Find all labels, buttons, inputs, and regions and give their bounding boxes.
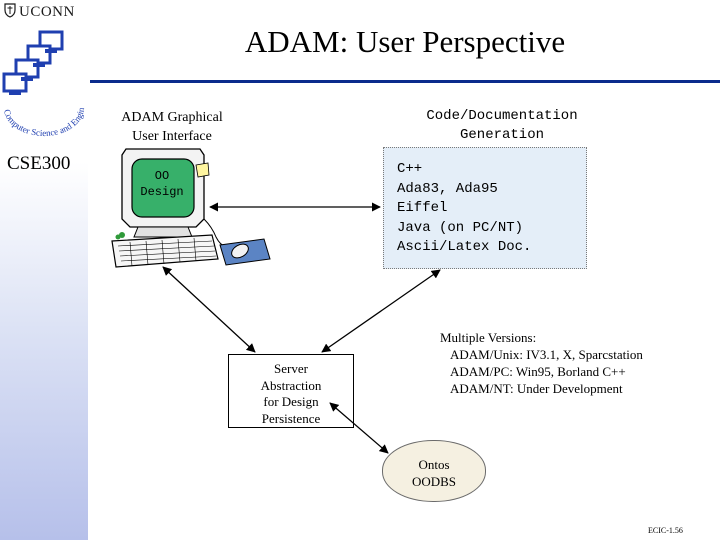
code-targets-box: C++ Ada83, Ada95 Eiffel Java (on PC/NT) … (383, 147, 587, 269)
computer-to-server-arrow (162, 266, 256, 353)
slide-id: ECIC-1.56 (648, 526, 683, 535)
server-line: Server (274, 361, 308, 376)
db-line1: Ontos (418, 457, 450, 472)
code-item: C++ (397, 161, 423, 177)
server-line: Persistence (261, 410, 321, 426)
slide-title: ADAM: User Perspective (244, 24, 566, 59)
code-targets-list: C++ Ada83, Ada95 Eiffel Java (on PC/NT) … (397, 160, 531, 258)
version-item: ADAM/NT: Under Development (450, 381, 623, 396)
server-line: Abstraction (260, 377, 322, 393)
code-label-line2: Generation (459, 127, 544, 143)
versions-title: Multiple Versions: (440, 330, 537, 345)
title-rule (90, 80, 720, 83)
code-item: Ascii/Latex Doc. (397, 239, 532, 255)
code-item: Ada83, Ada95 (397, 180, 498, 197)
code-item: Eiffel (397, 200, 448, 216)
code-label-line1: Code/Documentation (426, 108, 578, 124)
version-item: ADAM/PC: Win95, Borland C++ (450, 364, 626, 379)
shield-icon (4, 3, 16, 18)
code-generation-label: Code/Documentation Generation (398, 107, 606, 145)
versions-note: Multiple Versions: ADAM/Unix: IV3.1, X, … (440, 329, 643, 397)
server-abstraction-box: Server Abstraction for Design Persistenc… (228, 354, 354, 428)
university-name: UCONN (19, 4, 75, 20)
gui-label: ADAM Graphical User Interface (98, 108, 246, 146)
screen-line1: OO (154, 169, 170, 183)
version-item: ADAM/Unix: IV3.1, X, Sparcstation (450, 347, 643, 362)
screen-label: OO Design (137, 168, 187, 200)
server-line: for Design (263, 394, 319, 409)
department-logo-icon: Computer Science and Engineering (2, 28, 86, 138)
university-brand: UCONN (4, 3, 75, 21)
course-code: CSE300 (7, 153, 71, 174)
ontos-database-ellipse: Ontos OODBS (382, 440, 486, 502)
code-item: Java (on PC/NT) (397, 219, 524, 236)
sidebar: UCONN Computer Science and Engineering C… (0, 0, 88, 540)
gui-label-line2: User Interface (132, 129, 212, 144)
screen-line2: Design (140, 185, 184, 199)
db-line2: OODBS (411, 474, 457, 489)
computer-workstation-icon (111, 148, 271, 268)
gui-label-line1: ADAM Graphical (121, 110, 223, 125)
code-to-server-arrow (321, 269, 441, 353)
